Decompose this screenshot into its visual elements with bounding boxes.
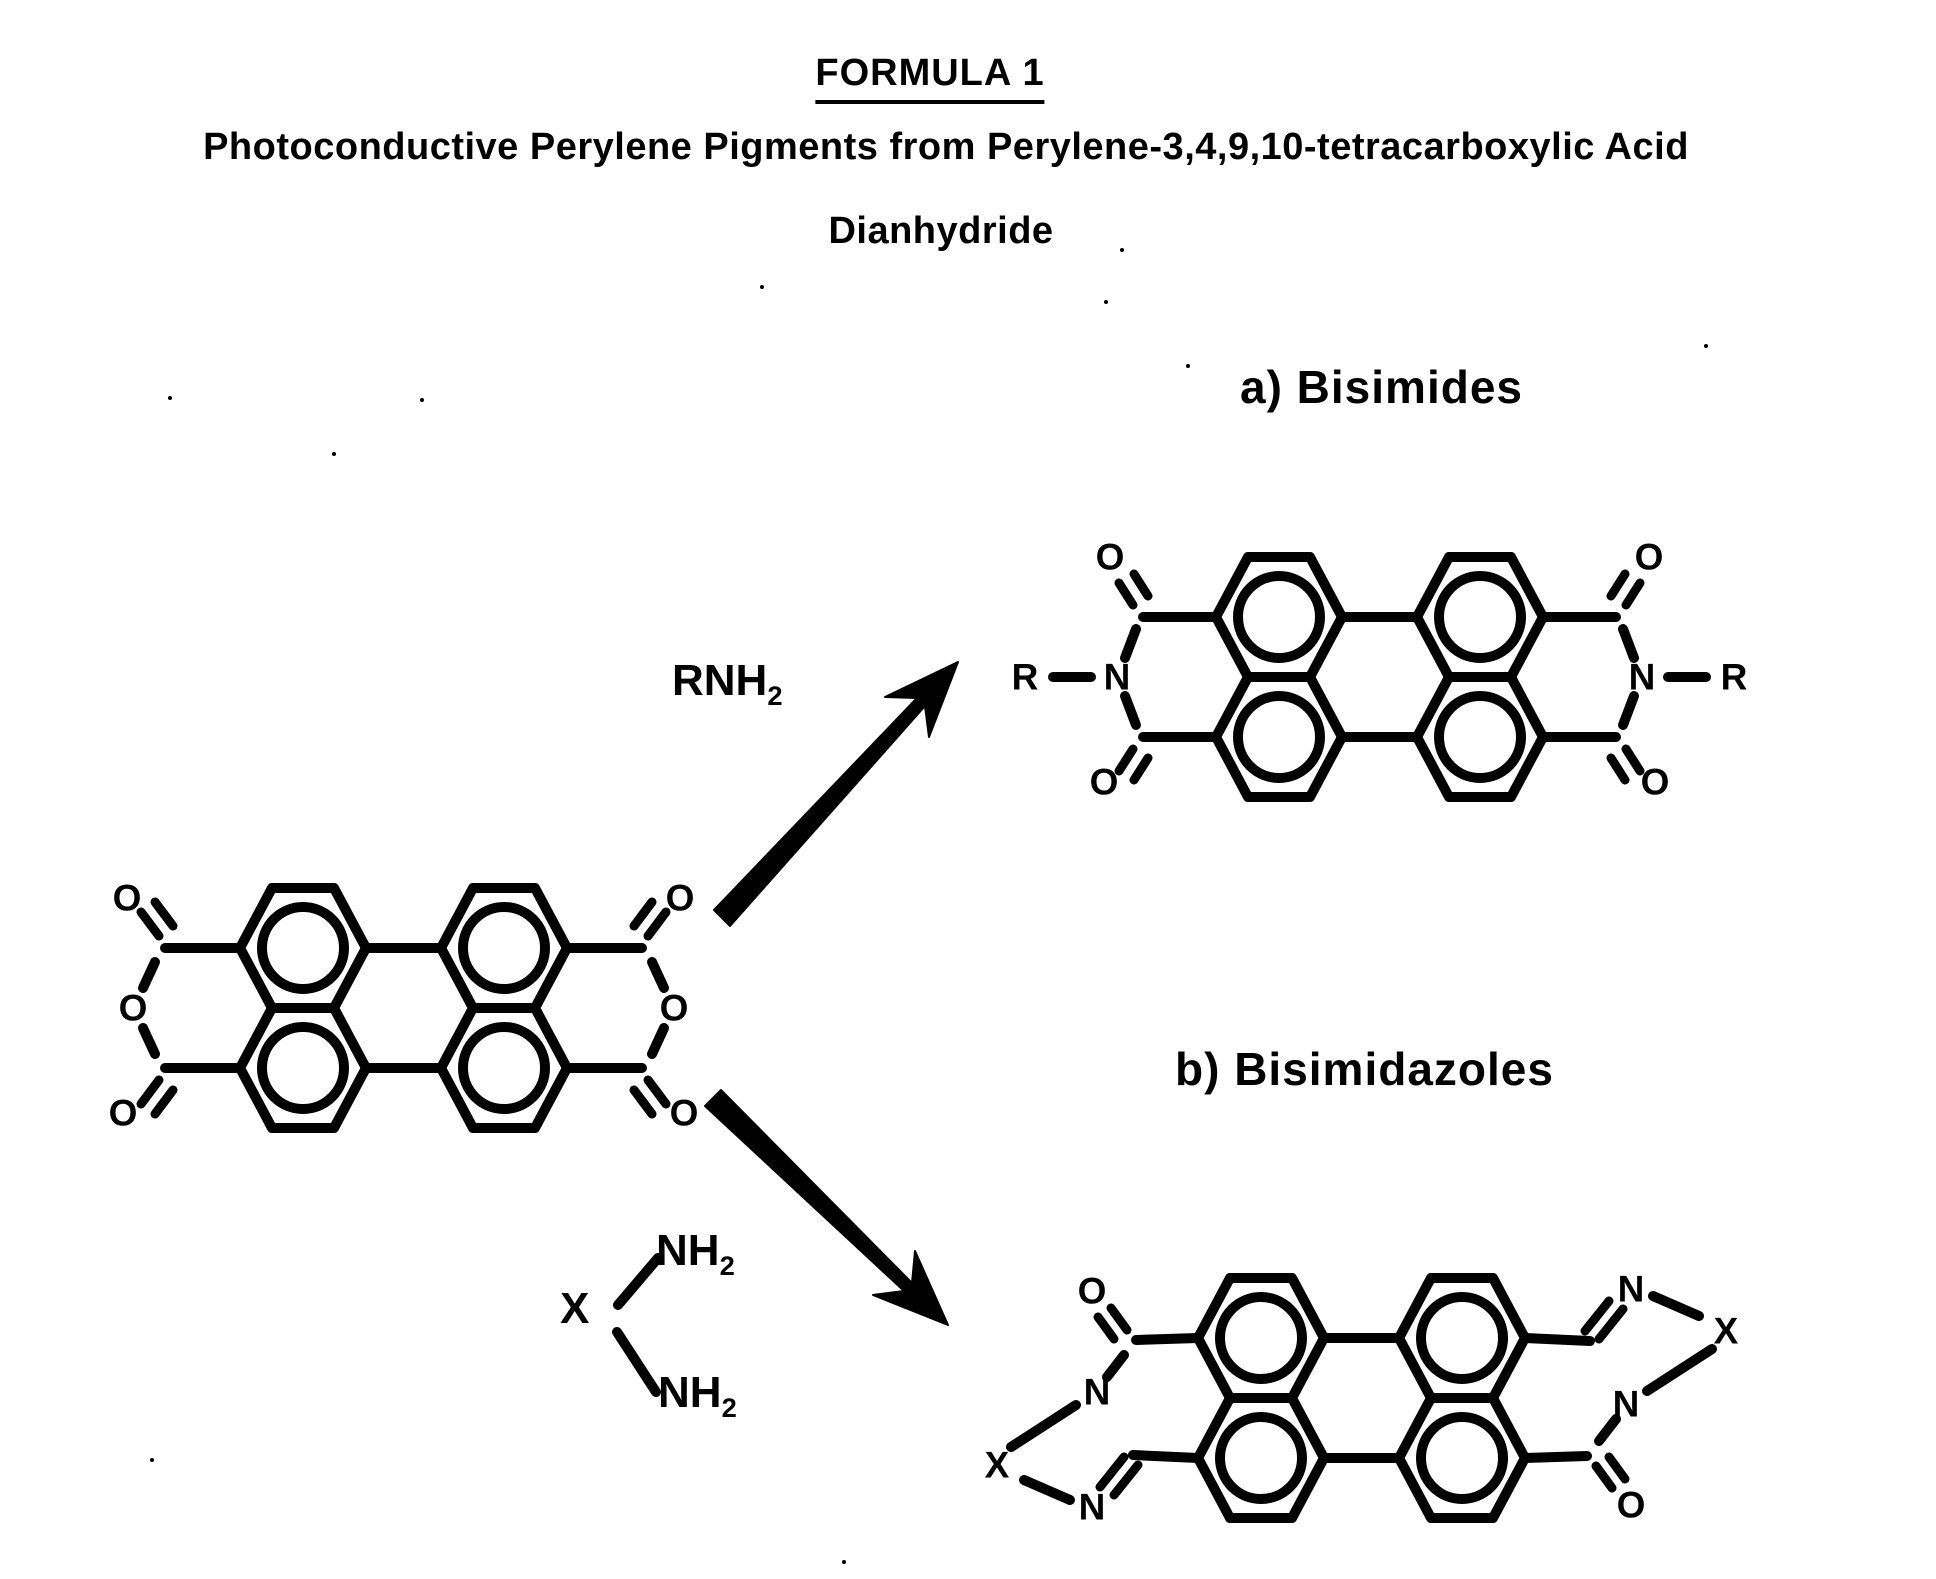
atom-label-oxygen: O <box>666 878 695 919</box>
atom-label-oxygen: O <box>1090 762 1119 803</box>
scan-noise-dot <box>168 396 172 400</box>
rnh2-subscript: 2 <box>767 679 783 711</box>
atom-label-oxygen: O <box>1617 1485 1646 1526</box>
imide-group-left: O O N R <box>1012 537 1221 803</box>
nh2-top-subscript: 2 <box>719 1249 735 1281</box>
scan-noise-dot <box>1120 248 1124 252</box>
scan-noise-dot <box>420 398 424 402</box>
atom-label-oxygen: O <box>1096 537 1125 578</box>
atom-label-nitrogen: N <box>1079 1487 1106 1528</box>
aromatic-circle <box>1416 1292 1508 1384</box>
bond-x-nh2-top <box>613 1253 663 1310</box>
perylene-core <box>1193 1273 1530 1523</box>
diamine-bonds <box>612 1253 663 1397</box>
bisimide-structure: O O N R O O N R <box>1012 537 1748 803</box>
bond-x-n <box>1642 1344 1717 1396</box>
anhydride-group-right: O O O <box>562 878 699 1134</box>
atom-label-oxygen: O <box>1635 537 1664 578</box>
scan-noise-dot <box>1104 300 1108 304</box>
figure-subtitle-line1: Photoconductive Perylene Pigments from P… <box>203 126 1689 168</box>
atom-label-nitrogen: N <box>1618 1269 1645 1310</box>
atom-label-oxygen: O <box>660 988 689 1029</box>
nh2-bottom-subscript: 2 <box>721 1391 737 1423</box>
aromatic-circle <box>257 902 349 994</box>
bond-x-nh2-bottom <box>612 1327 661 1397</box>
imide-group-right: O O N R <box>1538 537 1748 803</box>
aromatic-circle <box>1434 571 1526 663</box>
diamine-x-label: X <box>560 1284 590 1333</box>
imidazole-group-right: N N X O <box>1520 1269 1739 1526</box>
perylene-core <box>1211 552 1548 802</box>
anhydride-group-left: O O O <box>109 878 245 1134</box>
substituent-label-x: X <box>1714 1311 1739 1352</box>
aromatic-circle <box>1215 1292 1307 1384</box>
atom-label-oxygen: O <box>119 988 148 1029</box>
perylene-core <box>235 883 572 1133</box>
aromatic-circle <box>1215 1412 1307 1504</box>
atom-label-nitrogen: N <box>1104 657 1131 698</box>
substituent-label-r: R <box>1721 657 1748 698</box>
scan-noise-dot <box>1704 344 1708 348</box>
scan-noise-dot <box>150 1458 154 1462</box>
aromatic-circle <box>257 1022 349 1114</box>
scan-noise-dot <box>332 452 336 456</box>
figure-subtitle-line2: Dianhydride <box>828 210 1054 252</box>
nh2-bottom-text: NH <box>658 1368 722 1417</box>
rnh2-text: RNH <box>672 656 768 705</box>
atom-label-oxygen: O <box>113 878 142 919</box>
section-a-label: a) Bisimides <box>1240 361 1523 413</box>
aromatic-circle <box>1434 691 1526 783</box>
aromatic-circle <box>458 902 550 994</box>
scan-noise-dot <box>760 285 764 289</box>
bond-x-n <box>1019 1475 1075 1505</box>
substituent-label-x: X <box>985 1445 1010 1486</box>
bisimidazole-structure: O N N X N N X O <box>985 1269 1739 1528</box>
atom-label-nitrogen: N <box>1613 1384 1640 1425</box>
reaction-arrow-to-bisimidazoles <box>704 1089 949 1326</box>
atom-label-oxygen: O <box>670 1093 699 1134</box>
substituent-label-r: R <box>1012 657 1039 698</box>
aromatic-circle <box>1233 691 1325 783</box>
atom-label-oxygen: O <box>109 1093 138 1134</box>
atom-label-nitrogen: N <box>1084 1372 1111 1413</box>
aromatic-circle <box>1416 1412 1508 1504</box>
aromatic-circle <box>1233 571 1325 663</box>
nh2-bottom-label: NH2 <box>658 1368 737 1424</box>
atom-label-nitrogen: N <box>1629 657 1656 698</box>
rnh2-reagent-label: RNH2 <box>672 656 783 712</box>
atom-label-oxygen: O <box>1641 762 1670 803</box>
scan-noise-dot <box>842 1560 846 1564</box>
atom-label-oxygen: O <box>1078 1271 1107 1312</box>
formula-heading: FORMULA 1 <box>815 52 1045 104</box>
section-b-label: b) Bisimidazoles <box>1175 1043 1554 1095</box>
bond-n-x <box>1006 1400 1081 1452</box>
scan-noise-dot <box>1186 364 1190 368</box>
aromatic-circle <box>458 1022 550 1114</box>
imidazole-group-left: O N N X <box>985 1271 1203 1528</box>
bond-n-x <box>1648 1291 1704 1321</box>
dianhydride-structure: O O O O O O <box>109 878 699 1134</box>
